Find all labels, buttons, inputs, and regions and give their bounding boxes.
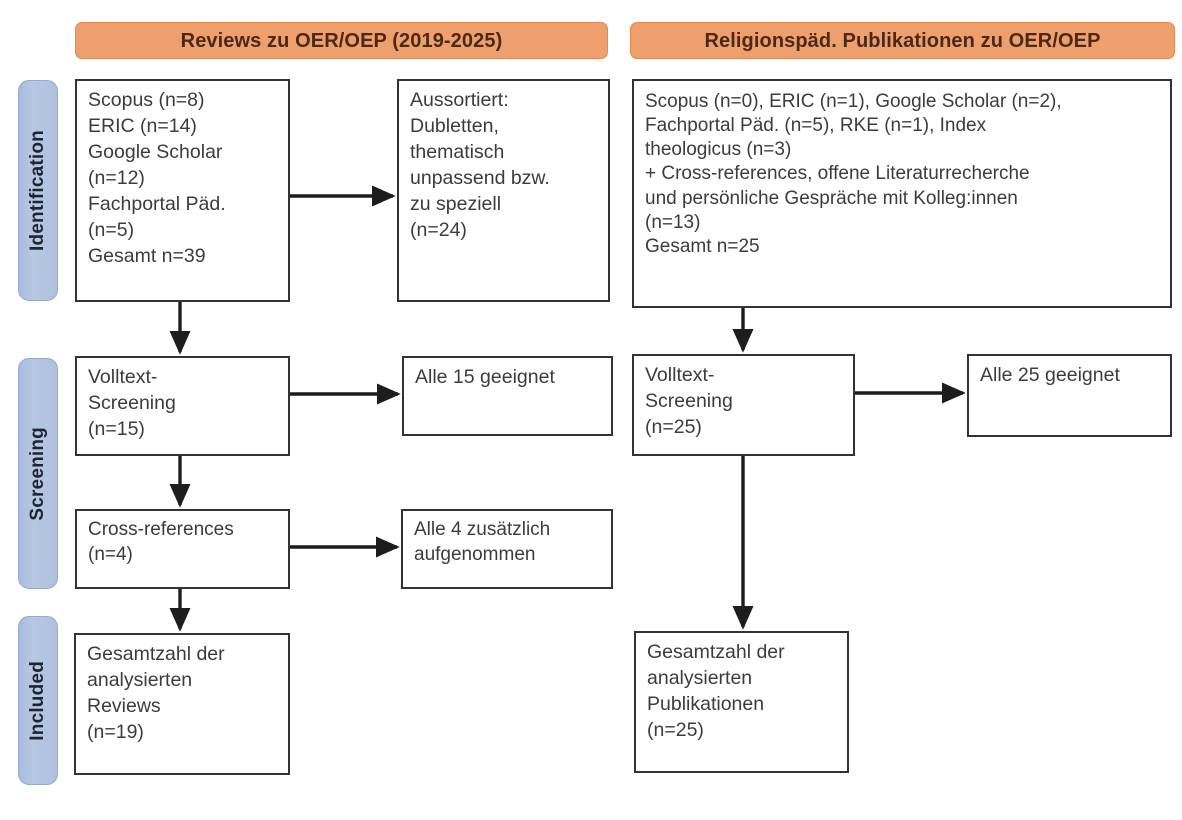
box-left-excluded: Aussortiert: Dubletten, thematisch unpas… — [397, 79, 610, 302]
stage-label-identification: Identification — [27, 129, 48, 252]
box-right-included-total: Gesamtzahl der analysierten Publikatione… — [634, 631, 849, 773]
box-left-sources: Scopus (n=8) ERIC (n=14) Google Scholar … — [75, 79, 290, 302]
stage-bar-included: Included — [18, 616, 58, 785]
box-left-crossreferences-result: Alle 4 zusätzlich aufgenommen — [401, 509, 613, 589]
stage-label-screening: Screening — [27, 426, 48, 521]
box-right-fulltext-result: Alle 25 geeignet — [967, 354, 1172, 437]
box-left-crossreferences: Cross-references (n=4) — [75, 509, 290, 589]
box-left-fulltext-screening: Volltext- Screening (n=15) — [75, 356, 290, 456]
box-right-sources: Scopus (n=0), ERIC (n=1), Google Scholar… — [632, 79, 1172, 308]
stage-bar-screening: Screening — [18, 358, 58, 589]
column-header-religionspaed: Religionspäd. Publikationen zu OER/OEP — [630, 22, 1175, 59]
stage-bar-identification: Identification — [18, 80, 58, 301]
box-left-included-total: Gesamtzahl der analysierten Reviews (n=1… — [74, 633, 290, 775]
box-right-fulltext-screening: Volltext- Screening (n=25) — [632, 354, 855, 456]
stage-label-included: Included — [27, 660, 48, 741]
box-left-fulltext-result: Alle 15 geeignet — [402, 356, 613, 436]
column-header-reviews: Reviews zu OER/OEP (2019-2025) — [75, 22, 608, 59]
